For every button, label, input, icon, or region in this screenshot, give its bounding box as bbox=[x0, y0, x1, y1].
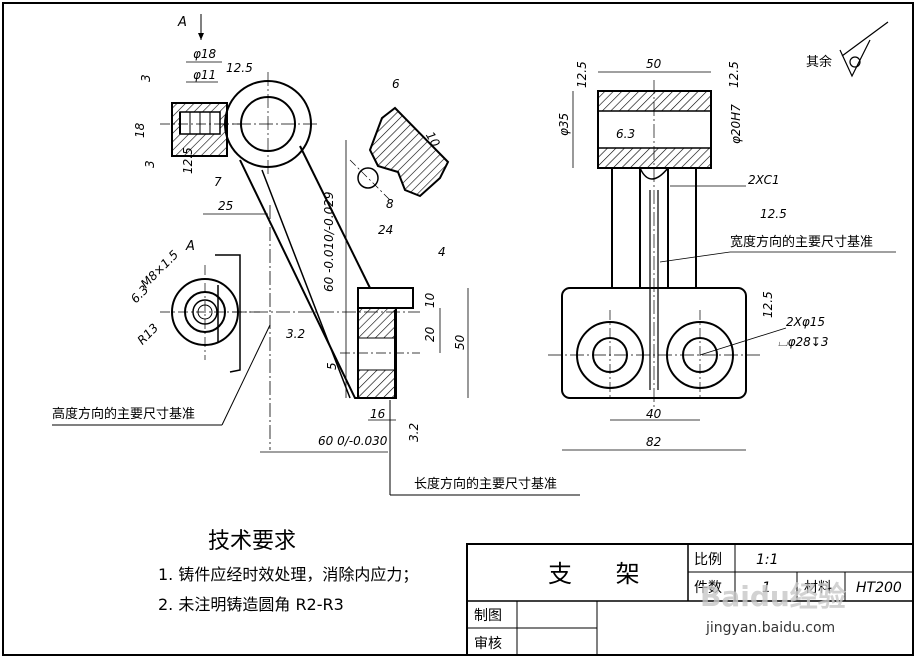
side-dim-2xphi15: 2Xφ15 bbox=[786, 315, 825, 329]
side-dim-50: 50 bbox=[646, 57, 662, 71]
side-ra-hole: 12.5 bbox=[761, 291, 775, 318]
dim-3-left: 3 bbox=[143, 160, 157, 168]
requirement-item-2: 2. 未注明铸造圆角 R2-R3 bbox=[158, 595, 344, 614]
scale-label: 比例 bbox=[694, 552, 722, 568]
baidu-watermark: Baidu经验 jingyan.baidu.com bbox=[700, 580, 846, 636]
quantity-value: 1 bbox=[762, 580, 771, 596]
view-a-arrow-label: A bbox=[177, 15, 187, 30]
side-ra-top-left: 12.5 bbox=[575, 61, 589, 88]
watermark-line-2: jingyan.baidu.com bbox=[705, 620, 835, 636]
front-view-dimensions: A φ18 φ11 12.5 3 18 3 12.5 7 25 6 10 8 6… bbox=[52, 15, 557, 492]
dim-m8: M8×1.5 bbox=[138, 248, 181, 291]
requirement-item-1: 1. 铸件应经时效处理，消除内应力； bbox=[158, 565, 418, 584]
front-view bbox=[52, 14, 580, 496]
dim-3-top: 3 bbox=[139, 74, 153, 82]
side-chamfer: 2XC1 bbox=[748, 173, 780, 187]
view-a-label: A bbox=[185, 239, 195, 254]
side-ra-63: 6.3 bbox=[616, 127, 635, 141]
ra-32-mid: 3.2 bbox=[286, 327, 305, 341]
part-name: 支 架 bbox=[548, 560, 658, 588]
technical-requirements: 技术要求 1. 铸件应经时效处理，消除内应力； 2. 未注明铸造圆角 R2-R3 bbox=[158, 529, 418, 614]
dim-7: 7 bbox=[214, 175, 222, 189]
title-block bbox=[466, 543, 914, 656]
side-ra-125: 12.5 bbox=[760, 207, 787, 221]
dim-20: 20 bbox=[423, 326, 437, 342]
height-datum-label: 高度方向的主要尺寸基准 bbox=[52, 406, 195, 422]
side-dim-phi35: φ35 bbox=[557, 113, 571, 136]
dim-10-right: 10 bbox=[423, 292, 437, 308]
side-view-dimensions: 其余 50 12.5 12.5 φ35 6.3 φ20H7 2XC1 12.5 … bbox=[557, 54, 873, 449]
dim-18-left: 18 bbox=[133, 122, 147, 138]
dim-r13: R13 bbox=[135, 321, 162, 348]
dim-60-tol: 60 -0.010/-0.029 bbox=[322, 192, 336, 293]
dim-8: 8 bbox=[386, 197, 394, 211]
dim-60-bottom: 60 0/-0.030 bbox=[318, 434, 388, 448]
dim-phi18: φ18 bbox=[193, 47, 217, 61]
dim-4: 4 bbox=[438, 245, 446, 259]
length-datum-label: 长度方向的主要尺寸基准 bbox=[414, 476, 557, 492]
ra-top-lug: 12.5 bbox=[226, 61, 253, 75]
other-surfaces-label: 其余 bbox=[806, 54, 832, 70]
dim-10-rib: 10 bbox=[423, 129, 443, 150]
quantity-label: 件数 bbox=[694, 580, 722, 596]
scale-value: 1:1 bbox=[756, 552, 779, 568]
dim-50-right: 50 bbox=[453, 334, 467, 350]
dim-phi11: φ11 bbox=[193, 68, 216, 82]
material-value: HT200 bbox=[856, 580, 902, 596]
drawn-label: 制图 bbox=[474, 608, 502, 624]
watermark-line-1: Baidu经验 bbox=[700, 580, 846, 613]
side-dim-phi20: φ20H7 bbox=[729, 104, 743, 144]
dim-5: 5 bbox=[325, 362, 339, 370]
title-block-text: 支 架 比例 1:1 件数 1 材料 HT200 制图 审核 bbox=[474, 552, 902, 652]
side-dim-82: 82 bbox=[646, 435, 661, 449]
width-datum-label: 宽度方向的主要尺寸基准 bbox=[730, 234, 873, 250]
dim-6: 6 bbox=[392, 77, 400, 91]
side-ra-top-right: 12.5 bbox=[727, 61, 741, 88]
requirements-title: 技术要求 bbox=[208, 529, 296, 554]
ra-left-lug: 12.5 bbox=[181, 147, 195, 174]
side-counterbore: ⌴φ28↧3 bbox=[778, 335, 828, 349]
side-dim-40: 40 bbox=[646, 407, 662, 421]
side-view bbox=[548, 21, 896, 451]
ra-32-bottom: 3.2 bbox=[407, 423, 421, 442]
material-label: 材料 bbox=[804, 580, 832, 596]
dim-25: 25 bbox=[218, 199, 233, 213]
dim-24: 24 bbox=[378, 223, 393, 237]
checked-label: 审核 bbox=[474, 636, 502, 652]
dim-16: 16 bbox=[370, 407, 386, 421]
